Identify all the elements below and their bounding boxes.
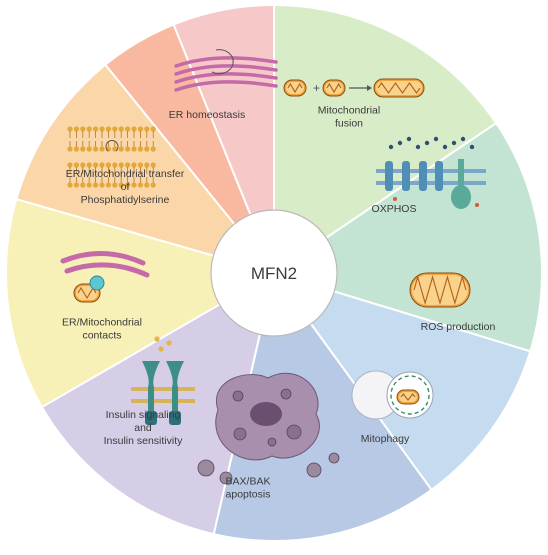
er-mitochondria-contact-icon (60, 251, 150, 303)
apoptotic-cell-icon (197, 372, 340, 485)
segment-label-er-homeostasis: ER homeostasis (169, 109, 245, 121)
mitochondrion-icon (409, 272, 471, 308)
er-cisternae-icon (174, 49, 278, 92)
segment-er-homeostasis (157, 5, 275, 274)
autophagosome-icon (351, 370, 434, 420)
lipid-bilayer-icon (67, 126, 156, 188)
center-circle (210, 209, 338, 337)
center-label: MFN2 (251, 264, 297, 283)
membrane-complexes-icon (376, 136, 486, 209)
segment-oxphos (271, 99, 542, 365)
mitochondria-fusion-icon: + (283, 78, 425, 98)
outer-ring (5, 4, 543, 542)
segment-label-mitophagy: Mitophagy (361, 433, 410, 445)
segment-label-ros: ROS production (421, 321, 496, 333)
svg-text:+: + (313, 81, 320, 95)
segment-insulin (6, 186, 277, 429)
segment-label-oxphos: OXPHOS (372, 203, 417, 215)
insulin-receptor-icon (131, 336, 195, 425)
